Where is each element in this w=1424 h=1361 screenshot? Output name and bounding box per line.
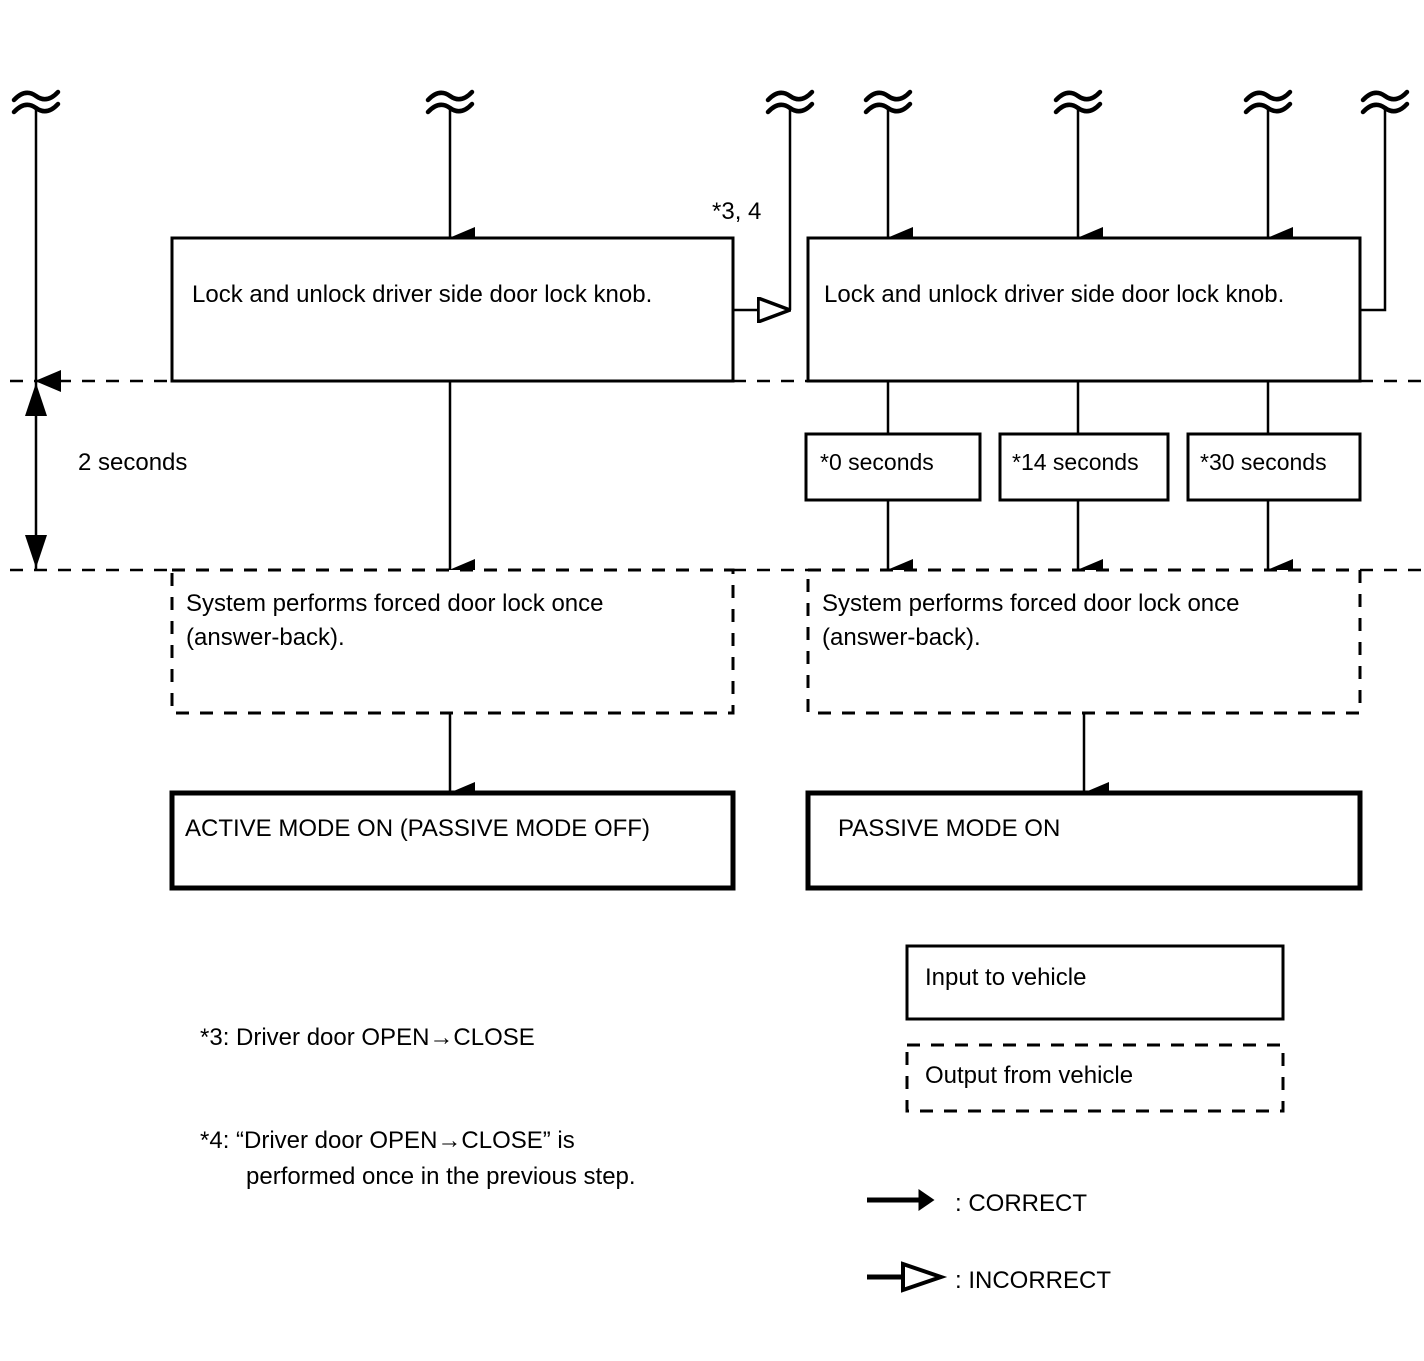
duration-label: 2 seconds — [78, 449, 187, 476]
seconds-box-2-label: *14 seconds — [1012, 449, 1139, 475]
legend-input-label: Input to vehicle — [925, 964, 1086, 991]
right-action-box — [806, 236, 1362, 383]
seconds-box-3-label: *30 seconds — [1200, 449, 1327, 475]
footnote-4-line2: performed once in the previous step. — [246, 1163, 636, 1190]
footnote-3: *3: Driver door OPEN→CLOSE — [200, 1024, 535, 1051]
right-output-box-line1: System performs forced door lock once — [822, 590, 1240, 617]
left-output-box-line1: System performs forced door lock once — [186, 590, 604, 617]
left-result-box — [169, 790, 736, 891]
left-action-box — [170, 236, 735, 383]
legend-output-label: Output from vehicle — [925, 1062, 1133, 1089]
right-result-box-label: PASSIVE MODE ON — [838, 815, 1060, 842]
legend-incorrect-arrow-icon — [867, 1261, 948, 1293]
right-result-box — [805, 790, 1363, 891]
right-action-box-label: Lock and unlock driver side door lock kn… — [824, 281, 1284, 308]
legend-input-box — [905, 944, 1285, 1021]
transition-label: *3, 4 — [712, 198, 761, 225]
seconds-box-1 — [804, 432, 982, 502]
seconds-box-2 — [998, 432, 1170, 502]
footnote-4-line1: *4: “Driver door OPEN→CLOSE” is — [200, 1127, 575, 1154]
legend-output-box — [905, 1043, 1285, 1113]
right-output-box — [806, 568, 1362, 715]
legend-incorrect-label: : INCORRECT — [955, 1267, 1111, 1294]
left-output-box-line2: (answer-back). — [186, 624, 345, 651]
seconds-box-1-label: *0 seconds — [820, 449, 934, 475]
seconds-box-3 — [1186, 432, 1362, 502]
legend-correct-label: : CORRECT — [955, 1190, 1087, 1217]
return-line-into-right-action-box — [1360, 106, 1387, 312]
right-output-box-line2: (answer-back). — [822, 624, 981, 651]
left-result-box-label: ACTIVE MODE ON (PASSIVE MODE OFF) — [185, 815, 650, 842]
duration-measure-arrow — [25, 381, 47, 570]
left-output-box — [170, 568, 735, 715]
left-action-box-label: Lock and unlock driver side door lock kn… — [192, 281, 652, 308]
